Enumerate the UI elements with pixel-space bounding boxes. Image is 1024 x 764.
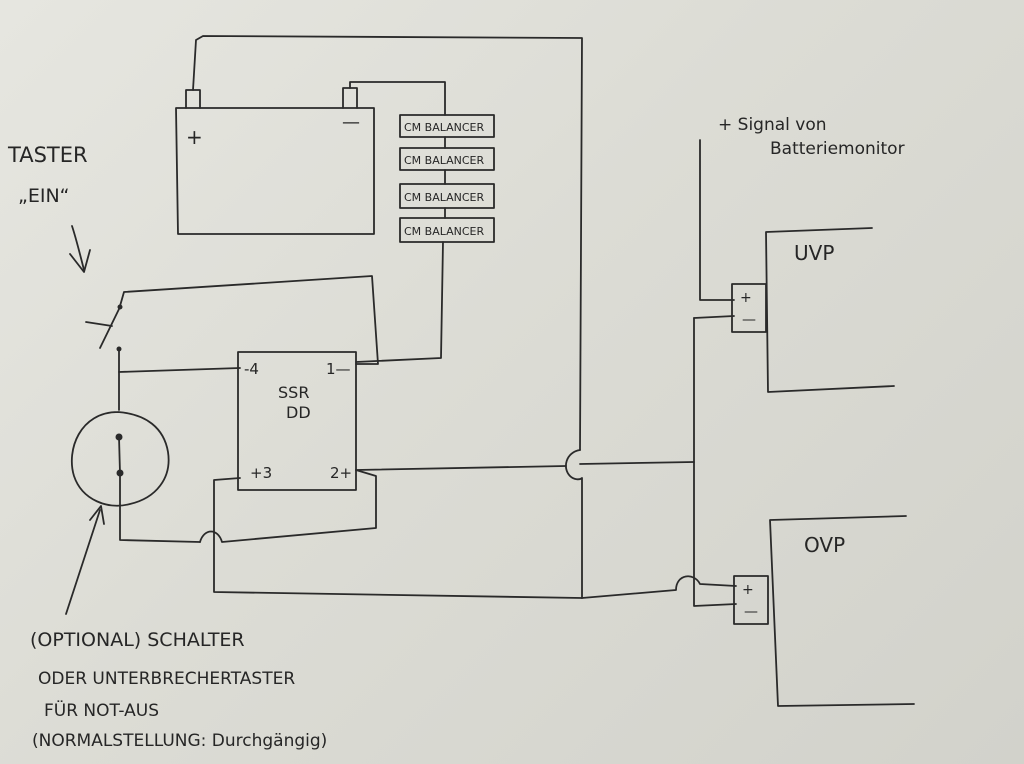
uvp-plus-label: +	[740, 290, 752, 306]
balancer-3-label: CM BALANCER	[404, 191, 485, 204]
taster-label: TASTER	[7, 143, 88, 167]
note-line-1: (OPTIONAL) SCHALTER	[30, 629, 245, 651]
taster-arrow-icon	[69, 225, 91, 273]
ovp-plus-label: +	[742, 582, 754, 598]
pushbutton-switch	[85, 304, 123, 352]
note-line-3: FÜR NOT-AUS	[44, 699, 159, 721]
taster-to-ssr4-wire	[118, 348, 241, 373]
note-line-4: (NORMALSTELLUNG: Durchgängig)	[32, 731, 327, 751]
optional-switch-arrow-icon	[65, 505, 105, 615]
battery-negative-wire	[349, 81, 446, 116]
ssr2-to-bus-wire	[355, 461, 695, 471]
balancer-4-label: CM BALANCER	[404, 225, 485, 238]
ovp-minus-label: —	[744, 604, 758, 620]
optional-switch	[70, 371, 201, 543]
ein-label: „EIN“	[18, 185, 70, 207]
ssr-relay	[237, 351, 357, 491]
main-positive-hop	[565, 449, 583, 599]
uvp-label: UVP	[794, 241, 834, 265]
ssr-type-label: DD	[286, 403, 311, 422]
signal-label-line1: + Signal von	[718, 115, 827, 135]
battery-positive-wire	[192, 35, 583, 451]
signal-label-line2: Batteriemonitor	[770, 139, 905, 159]
ovp-module	[769, 515, 915, 707]
ssr-pin2-label: 2+	[330, 464, 352, 482]
battery	[175, 87, 375, 235]
battery-plus-label: +	[186, 125, 203, 149]
ssr-name-label: SSR	[278, 383, 309, 402]
right-bus-wire	[693, 317, 737, 607]
signal-wire	[699, 139, 735, 301]
ovp-terminal	[733, 575, 769, 625]
bottom-to-ovp-wire	[581, 575, 737, 599]
bus-to-uvp-minus-wire	[693, 315, 735, 319]
uvp-terminal	[731, 283, 767, 333]
note-line-2: ODER UNTERBRECHERTASTER	[38, 669, 295, 689]
balancer-2-label: CM BALANCER	[404, 154, 485, 167]
taster-top-wire	[119, 275, 379, 365]
battery-minus-label: —	[342, 112, 360, 133]
uvp-minus-label: —	[742, 312, 756, 328]
balancer-stack	[399, 114, 495, 243]
ovp-label: OVP	[804, 533, 845, 557]
balancer-to-ssr-wire	[355, 241, 444, 363]
ssr-pin4-label: -4	[244, 360, 259, 378]
switch-to-ssr2-wire	[199, 469, 377, 543]
ssr-pin1-label: 1—	[326, 360, 351, 378]
ssr-pin3-label: +3	[250, 464, 272, 482]
ssr3-to-bottom-wire	[213, 477, 583, 599]
balancer-1-label: CM BALANCER	[404, 121, 485, 134]
